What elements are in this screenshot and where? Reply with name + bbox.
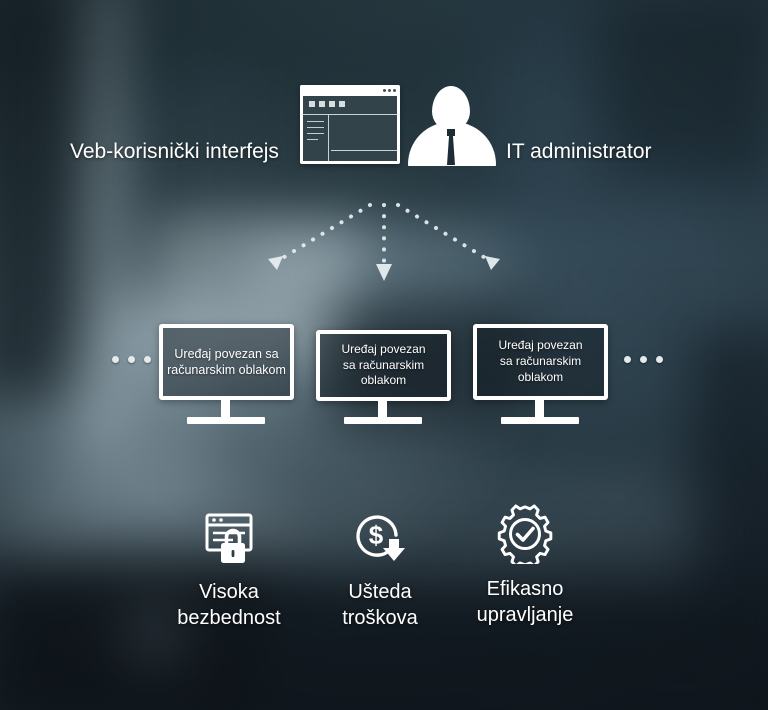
web-user-interface-label: Veb-korisnički interfejs [70, 140, 279, 163]
feature-2-line1: Ušteda [348, 581, 412, 603]
feature-1-line1: Visoka [199, 581, 259, 603]
device-3-text-line1: Uređaj povezan [498, 338, 583, 353]
cloud-connected-device-1: Uređaj povezan sa računarskim oblakom [159, 324, 294, 424]
feature-high-security: Visoka bezbednost [166, 505, 292, 631]
window-controls-icon [383, 88, 396, 92]
device-3-text-line2: sa računarskim oblakom [499, 354, 582, 384]
cloud-connected-device-2: Uređaj povezan sa računarskim oblakom [316, 330, 451, 424]
feature-efficient-management: Efikasno upravljanje [462, 502, 588, 628]
svg-text:$: $ [369, 520, 384, 550]
dollar-circle-down-arrow-icon: $ [356, 515, 405, 561]
web-browser-window-icon [300, 85, 400, 164]
gear-check-icon [497, 504, 553, 564]
device-2-text-line2: sa računarskim oblakom [342, 357, 425, 388]
feature-2-line2: troškova [342, 607, 418, 629]
device-1-text-line1: Uređaj povezan sa [174, 346, 279, 361]
feature-cost-savings: $ Ušteda troškova [325, 505, 435, 631]
feature-1-line2: bezbednost [177, 607, 281, 629]
more-devices-right-ellipsis [624, 356, 663, 363]
cloud-connected-device-3: Uređaj povezan sa računarskim oblakom [473, 324, 608, 424]
feature-3-line1: Efikasno [486, 578, 564, 600]
browser-lock-icon [205, 513, 253, 563]
it-administrator-label: IT administrator [506, 140, 652, 163]
it-administrator-silhouette-icon [406, 86, 498, 166]
device-2-text-line1: Uređaj povezan [341, 341, 426, 356]
device-1-text-line2: računarskim oblakom [167, 363, 286, 377]
more-devices-left-ellipsis [112, 356, 151, 363]
feature-3-line2: upravljanje [476, 604, 574, 626]
